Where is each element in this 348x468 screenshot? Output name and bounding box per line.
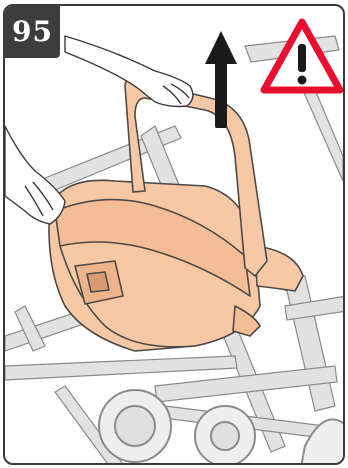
step-badge: 95 xyxy=(5,6,60,58)
step-number: 95 xyxy=(12,18,53,46)
instruction-panel: 95 xyxy=(3,4,345,465)
car-seat xyxy=(49,180,303,351)
warning-triangle-icon xyxy=(260,18,344,96)
